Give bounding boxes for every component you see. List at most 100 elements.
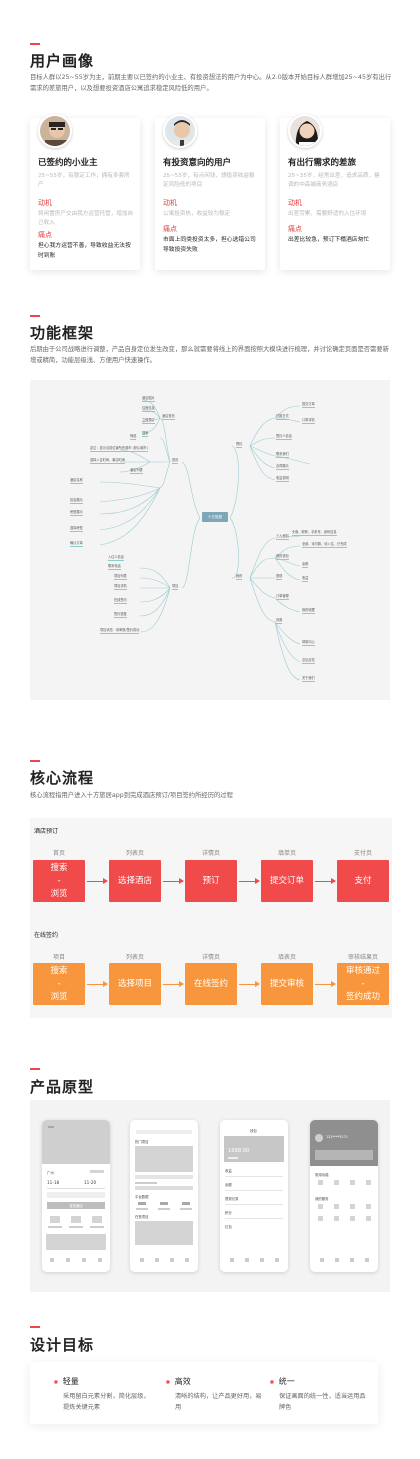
mind-node: 筛选 [130,434,137,440]
mind-node: 我的钱包 [276,554,289,560]
flow-step-box: 审核通过 - 签约成功 [337,963,389,1005]
section-title: 功能框架 [30,324,95,342]
flow-step-head: 填表页 [277,954,296,961]
section-title: 核心流程 [30,769,95,787]
mind-node: 关于我们 [302,676,315,682]
pain-text: 出差比较急，预订下榻酒店匆忙 [288,237,370,243]
motive-label: 动机 [163,199,177,207]
mind-node: 提交订单 [302,402,315,408]
section-title: 用户画像 [30,52,95,70]
goal-title: 轻量 [54,1376,154,1387]
flow-arrow-icon [163,878,184,884]
section-title: 设计目标 [30,1336,95,1354]
section-title: 产品原型 [30,1078,95,1096]
section-desc: 后期由于公司战略进行调整，产品自身定位发生改变，那么就需要将线上的界面按照大模块… [30,346,389,364]
flow-step-box: 预订 [185,860,237,902]
flow-step-box: 搜索 - 浏览 [33,860,85,902]
avatar [163,114,197,148]
persona-card: 已签约的小业主 25~55岁，有稳定工作，拥有多套房产 动机 将闲置房产交由我方… [30,114,140,270]
flow-section: 核心流程 核心流程指用户进入十方旅居app到完成酒店预订/项目签约所经历的过程 … [0,740,420,1040]
mind-node: 付款方式 [276,414,289,420]
mind-node: 头像、昵称、手机号、身份信息 [292,530,337,536]
flow-step-head: 列表页 [125,850,144,857]
flow-step-head: 首页 [52,850,65,857]
mind-map: 十方旅居 首页 预约 项目 我的 酒店首页 酒店图片 住宿信息 立即预订 搜索 … [30,380,390,700]
flow-arrow-icon [163,981,184,987]
proto-wallet-title: 钱包 [250,1129,257,1133]
goals-section: 设计目标 轻量 采用留白元素分割，简化层级，提炼关键元素 高效 清晰的结构，让产… [0,1300,420,1459]
mind-node: 房型展示 [70,510,83,516]
proto-wallet-row: 提现记录 [225,1197,239,1201]
section-desc: 核心流程指用户进入十方旅居app到完成酒店预订/项目签约所经历的过程 [30,792,233,799]
prototype-section: 产品原型 [0,1040,420,1100]
mind-node: 选择入住时间、离店时间 [90,458,126,464]
flow-step-box: 提交审核 [261,963,313,1005]
flow-step-head: 项目 [52,954,65,961]
proto-wallet-row: 余额 [225,1183,232,1187]
flow-arrow-icon [315,981,336,987]
flow-board: 酒店预订 首页列表页详情页填单页支付页 搜索 - 浏览选择酒店预订提交订单支付 … [30,818,392,1018]
mind-node: 项目详情 [114,584,127,590]
flow-step-box: 搜索 - 浏览 [33,963,85,1005]
flow-hotel-label: 酒店预订 [34,828,59,835]
proto-wallet-row: 积分 [225,1211,232,1215]
section-accent [30,315,40,317]
mind-map-lines [99,399,311,681]
mind-node: 联系电话 [108,564,121,570]
proto-common-title: 常用功能 [315,1173,329,1177]
branch-mine: 我的 [236,574,243,580]
section-accent [30,1068,40,1070]
mind-node: 搜索 [142,431,149,437]
mind-node: 信息展示 [70,498,83,504]
proto-hot-title: 热门项目 [135,1140,149,1144]
goal-item: 轻量 采用留白元素分割，简化层级，提炼关键元素 [54,1376,154,1413]
branch-booking: 预约 [236,442,243,448]
proto-onsale-title: 在售项目 [135,1215,149,1219]
mind-node: 酒店首页 [162,414,175,420]
flow-step-head: 详情页 [201,850,220,857]
proto-city: 广州 [47,1171,54,1175]
persona-card: 有投资意向的用户 25~55岁，有点闲钱，想投资收益稳定风险低的项目 动机 公寓… [155,114,265,270]
mind-node: 合同展示 [276,464,289,470]
flow-step-head: 审核结果页 [347,954,378,961]
section-accent [30,43,40,45]
mind-node: 帮助中心 [302,640,315,646]
mind-node: 全部、待付款、待入住、已完成 [302,542,347,548]
mind-map-center: 十方旅居 [202,512,228,522]
prototype-projects: 热门项目 平台数据 在售项目 [130,1120,198,1272]
proto-wallet-amount: 1688.00 [228,1148,250,1154]
goal-desc: 保证画面的统一性，适当运用品牌色 [279,1393,366,1411]
goal-title: 统一 [270,1376,370,1387]
persona-sub: 25~55岁，有点闲钱，想投资收益稳定风险低的项目 [163,173,255,188]
avatar [38,114,72,148]
mind-node: 订单详情 [302,418,315,424]
proto-date-start: 11-18 [47,1180,60,1185]
branch-home: 首页 [172,458,179,464]
flow-step-head: 填单页 [277,850,296,857]
mind-node: 联系我们 [276,452,289,458]
flow-step-head: 支付页 [353,850,372,857]
mind-node: 个人资料 [276,534,289,540]
mind-node: 入住人信息 [108,555,124,561]
proto-user-phone: 132****5271 [326,1135,348,1139]
mind-node: 我的收藏 [302,608,315,614]
mind-node: 余额 [302,562,309,568]
goal-item: 统一 保证画面的统一性，适当运用品牌色 [270,1376,370,1413]
pain-text: 市面上同类投资太多，担心选错公司导致投资失败 [163,237,256,253]
pain-text: 担心我方运营不善，导致收益无法按时到账 [38,243,131,259]
persona-name: 有投资意向的用户 [163,158,232,168]
mind-node: 意见反馈 [302,658,315,664]
prototype-wallet: 钱包 1688.00 收益 余额 提现记录 积分 红包 [220,1120,288,1272]
mind-node: 酒店列表 [130,468,143,474]
motive-text: 出差劳累，需要舒适的入住环境 [288,211,367,217]
flow-sign-label: 在线签约 [34,932,59,939]
prototype-home: 广州 11-18 11-20 查找酒店 [42,1120,110,1272]
flow-arrow-icon [87,981,108,987]
flow-arrow-icon [239,981,260,987]
motive-label: 动机 [288,199,302,207]
mind-node: 收益 [302,576,309,582]
flow-step-box: 支付 [337,860,389,902]
section-accent [30,1326,40,1328]
goal-desc: 采用留白元素分割，简化层级，提炼关键元素 [63,1393,150,1411]
proto-search-button: 查找酒店 [47,1202,105,1209]
